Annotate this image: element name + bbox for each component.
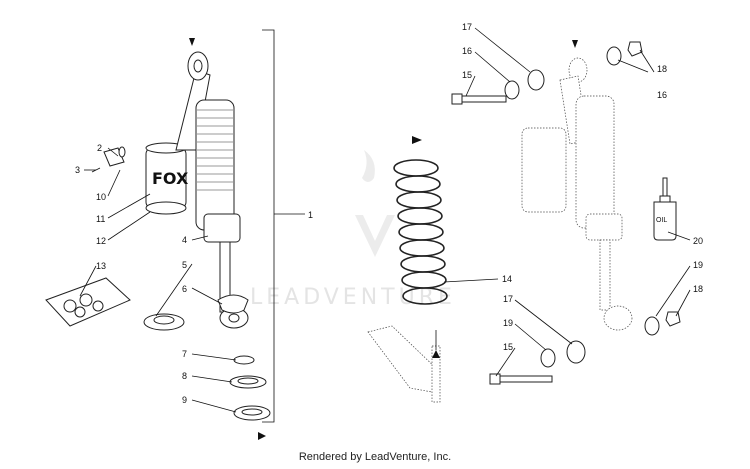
callout-11: 11 bbox=[96, 214, 105, 224]
right-top-arrow-icon bbox=[572, 40, 578, 48]
footer-credit: Rendered by LeadVenture, Inc. bbox=[298, 451, 452, 463]
top-arrow-icon bbox=[189, 38, 195, 46]
callout-15-bottom: 15 bbox=[503, 342, 513, 352]
callout-17-bottom: 17 bbox=[503, 294, 513, 304]
oil-bottle-label: OIL bbox=[656, 217, 667, 224]
callout-10: 10 bbox=[96, 192, 106, 202]
callout-15-top: 15 bbox=[462, 70, 472, 80]
callout-19-left: 19 bbox=[503, 318, 513, 328]
callout-12: 12 bbox=[96, 236, 106, 246]
watermark-text: LEADVENTURE bbox=[250, 285, 456, 310]
callout-18-top: 18 bbox=[657, 64, 667, 74]
spring-arrow-icon bbox=[412, 136, 422, 144]
callout-16-right: 16 bbox=[657, 90, 667, 100]
callout-8: 8 bbox=[182, 371, 187, 381]
callout-4: 4 bbox=[182, 235, 187, 245]
callout-5: 5 bbox=[182, 260, 187, 270]
watermark: LEADVENTURE bbox=[250, 150, 456, 310]
fox-logo: FOX bbox=[152, 169, 189, 188]
callout-19-right: 19 bbox=[693, 260, 703, 270]
callout-14: 14 bbox=[502, 274, 512, 284]
callout-7: 7 bbox=[182, 349, 187, 359]
callout-3: 3 bbox=[75, 165, 80, 175]
callout-18-bottom: 18 bbox=[693, 284, 703, 294]
callout-6: 6 bbox=[182, 284, 187, 294]
callout-2: 2 bbox=[97, 143, 102, 153]
callout-13: 13 bbox=[96, 261, 106, 271]
left-shock-assembly: FOX bbox=[45, 29, 305, 440]
right-shock-assembly: OIL bbox=[451, 27, 691, 385]
left-callouts: 1 2 3 4 5 6 7 8 9 10 11 12 13 bbox=[75, 143, 313, 405]
callout-17-top: 17 bbox=[462, 22, 472, 32]
callout-20: 20 bbox=[693, 236, 703, 246]
callout-1: 1 bbox=[308, 210, 313, 220]
center-spring bbox=[367, 136, 499, 403]
right-callouts: 17 16 15 18 16 20 19 18 17 19 15 bbox=[462, 22, 703, 352]
callout-9: 9 bbox=[182, 395, 187, 405]
callout-16-top: 16 bbox=[462, 46, 472, 56]
bottom-arrow-icon bbox=[258, 432, 266, 440]
